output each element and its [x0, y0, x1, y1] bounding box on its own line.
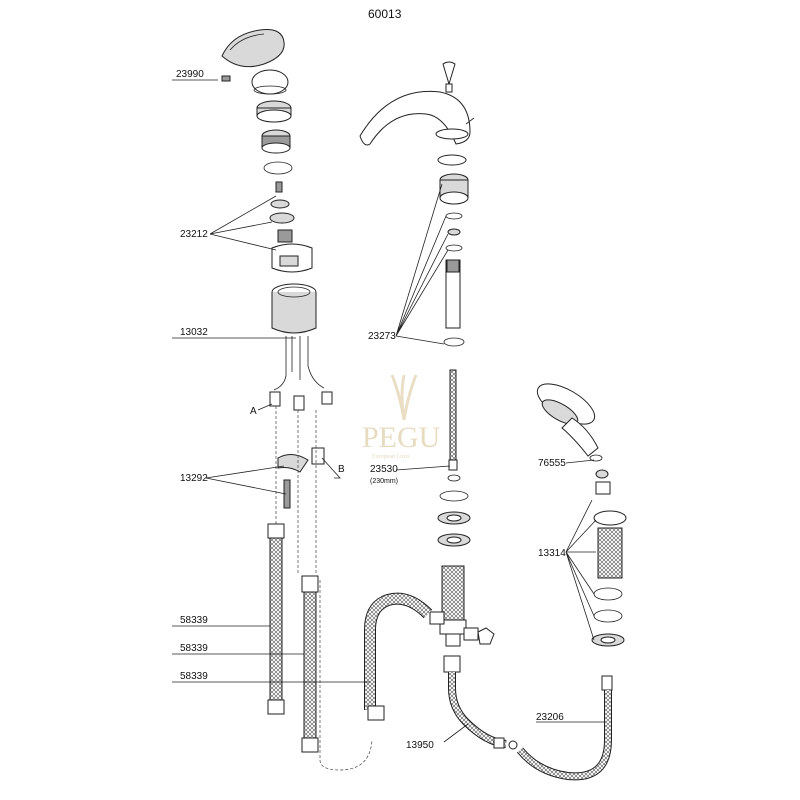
leader-lines — [172, 79, 604, 743]
watermark-brand: PEGU — [362, 421, 441, 454]
cartridge-top — [277, 229, 293, 243]
label-23530-length: (230mm) — [370, 478, 398, 485]
shower-handle — [561, 417, 599, 457]
label-58339-2: 58339 — [180, 643, 208, 654]
label-58339-3: 58339 — [180, 671, 208, 682]
label-13950: 13950 — [406, 740, 434, 751]
label-23990: 23990 — [176, 69, 204, 80]
hand-shower-assembly — [516, 383, 627, 781]
set-screw — [221, 75, 231, 82]
spout-ring — [437, 154, 467, 166]
watermark: PEGU European Luxu — [362, 374, 441, 460]
washer — [270, 199, 290, 209]
label-13314: 13314 — [538, 548, 566, 559]
stem-pin — [275, 181, 283, 193]
marker-b: B — [338, 464, 345, 475]
dome-cap — [251, 69, 289, 95]
shower-spring-sleeve — [597, 527, 623, 579]
label-23212: 23212 — [180, 229, 208, 240]
tee-connector-body — [441, 565, 465, 623]
label-23273: 23273 — [368, 331, 396, 342]
mounting-bracket — [277, 454, 309, 473]
label-23206: 23206 — [536, 712, 564, 723]
label-13292: 13292 — [180, 473, 208, 484]
lever-assembly: A B — [221, 29, 373, 771]
label-13032: 13032 — [180, 327, 208, 338]
threaded-rod — [449, 369, 457, 461]
flex-hose-1 — [269, 535, 283, 707]
supply-tubes — [273, 336, 325, 391]
lever-handle — [221, 29, 285, 68]
label-58339-1: 58339 — [180, 615, 208, 626]
label-23530: 23530 — [370, 464, 398, 475]
diagram-title: 60013 — [368, 7, 402, 21]
washer — [269, 212, 295, 224]
shower-mount-top — [593, 510, 627, 526]
spout-assembly — [359, 61, 518, 750]
watermark-tagline: European Luxu — [372, 454, 409, 460]
spout-cap — [442, 61, 456, 86]
o-ring — [263, 161, 293, 175]
label-76555: 76555 — [538, 458, 566, 469]
watermark-logo-icon — [390, 374, 418, 421]
flex-hose-2 — [303, 589, 317, 741]
spout-body — [359, 90, 471, 146]
marker-a: A — [250, 406, 257, 417]
mixer-body — [271, 292, 317, 334]
loop-hose — [364, 592, 433, 710]
